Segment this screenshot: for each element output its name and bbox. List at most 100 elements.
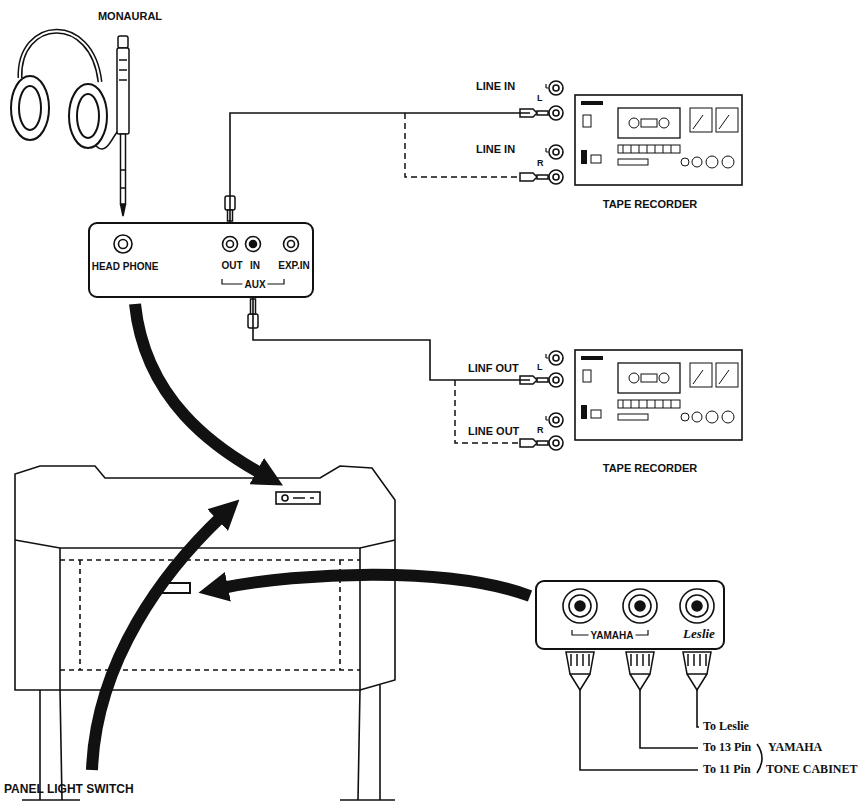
multi-pin-plug: [570, 654, 572, 666]
panel-jacks: [246, 237, 261, 252]
headphones-figure: [11, 31, 123, 149]
tape-recorder: TAPE RECORDER: [530, 68, 745, 215]
headphones-figure: [11, 76, 49, 140]
rca-plug: [520, 439, 537, 447]
rca-jack: [549, 373, 563, 387]
jack-label: IN: [250, 260, 260, 272]
channel-label: L: [537, 93, 543, 103]
headphone-plug: [121, 134, 126, 204]
rca-jack: [553, 110, 559, 116]
tape-recorder-figure: [575, 350, 742, 440]
multi-pin-plug: [630, 674, 650, 690]
organ-figure: [15, 540, 395, 690]
headphone-plug: [117, 36, 129, 216]
organ-figure: [276, 492, 320, 504]
output-jacks: [692, 601, 702, 611]
output-jacks: [635, 601, 645, 611]
device-label: TAPE RECORDER: [603, 198, 698, 211]
rca-jack: [553, 85, 559, 91]
dashed-cable: [405, 113, 520, 443]
multi-pin-plug: [642, 654, 644, 666]
multi-pin-plug: [683, 652, 711, 674]
rca-jack: [553, 355, 559, 361]
rca-plug: [520, 173, 537, 181]
port-label: LINE OUT: [468, 425, 519, 438]
rca-jack: [549, 145, 563, 159]
port-label: LINE IN: [476, 80, 515, 93]
cabinet-cable: [757, 744, 762, 773]
pointer-arrow: [135, 304, 262, 474]
multi-pin-plug: [648, 654, 650, 666]
output-jacks: [686, 595, 708, 617]
panel-jacks: [250, 241, 257, 248]
multi-pin-plug: [566, 652, 594, 674]
device-label: YAMAHA: [768, 741, 822, 755]
panel-jacks: [114, 235, 132, 253]
panel-jacks: [114, 235, 299, 284]
multi-pin-plug: [630, 654, 632, 666]
rca-plug: [537, 378, 548, 382]
rca-jack: [549, 351, 563, 365]
rca-jack: [553, 149, 559, 155]
rca-plug: [520, 109, 548, 447]
group-label: AUX: [242, 279, 267, 291]
multi-pin-plug: [626, 652, 654, 674]
rca-jack: [549, 81, 563, 95]
multi-pin-plug: [566, 652, 711, 690]
rca-jack: [553, 440, 559, 446]
tape-recorder-figure: [575, 95, 742, 185]
tape-recorder: TAPE RECORDER: [530, 335, 745, 480]
jack-panel: HEAD PHONEOUTINEXP.INAUX: [88, 222, 314, 298]
channel-label: R: [537, 425, 544, 435]
pointer-arrow: [92, 516, 222, 770]
dashed-cable: [405, 113, 520, 177]
rca-jack: [546, 84, 548, 420]
headphones-figure: [19, 86, 41, 130]
headphones-figure: [77, 94, 99, 138]
panel-jacks: [119, 240, 128, 249]
output-jacks: [629, 595, 651, 617]
headphones-figure: [20, 31, 100, 82]
channel-label: L: [537, 362, 543, 372]
output-jacks: [680, 589, 714, 623]
pointer-arrow: [92, 304, 530, 770]
cabinet-cable: [697, 690, 699, 727]
organ-figure: [60, 548, 360, 690]
multi-pin-plug: [636, 654, 638, 666]
panel-jacks: [227, 241, 234, 248]
panel-jacks: [284, 237, 299, 252]
multi-pin-plug: [693, 654, 695, 666]
panel-jacks: [288, 241, 295, 248]
organ-figure: [60, 559, 360, 561]
cable-label: To 13 Pin: [703, 741, 751, 755]
headphones-figure: [20, 31, 100, 82]
organ-figure: [293, 497, 314, 499]
pointer-arrow: [222, 575, 530, 596]
multi-pin-plug: [582, 654, 584, 666]
multi-pin-plug: [699, 654, 701, 666]
rca-jack: [549, 170, 563, 184]
output-panel: YAMAHALeslie: [535, 580, 725, 650]
multi-pin-plug: [588, 654, 590, 666]
switch-label: PANEL LIGHT SWITCH: [4, 783, 134, 797]
headphone-plug: [121, 170, 126, 188]
cabinet-cable: [640, 690, 698, 748]
jack-label: YAMAHA: [589, 630, 636, 642]
headphone-plug: [121, 204, 126, 216]
output-jacks: [569, 595, 591, 617]
cable-label: To Leslie: [703, 720, 749, 734]
plug-label: MONAURAL: [98, 10, 162, 23]
rca-jack: [549, 413, 563, 427]
multi-pin-plug: [687, 654, 689, 666]
port-label: LINF OUT: [468, 362, 519, 375]
rca-plug: [537, 441, 548, 445]
organ-figure: [22, 799, 395, 801]
rca-plug: [537, 175, 548, 179]
cabinet-cable: [580, 690, 698, 770]
rca-jack: [553, 377, 559, 383]
cable: [253, 298, 530, 380]
headphone-plug: [118, 36, 128, 48]
